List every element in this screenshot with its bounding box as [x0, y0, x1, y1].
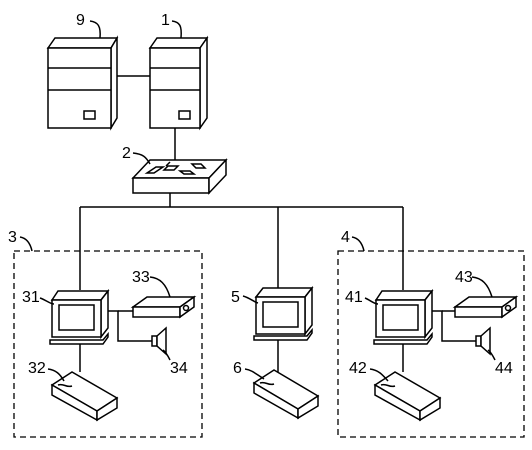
- label-device-33: 33: [132, 269, 150, 286]
- device-33-icon: [130, 295, 197, 319]
- server-1-icon: [148, 35, 209, 131]
- label-speaker-44: 44: [495, 360, 513, 377]
- printer-42-icon: [373, 371, 442, 422]
- switch-2-icon: [131, 158, 228, 195]
- label-printer-32: 32: [28, 360, 46, 377]
- group-4-boundary: [337, 250, 525, 438]
- label-server-1: 1: [161, 12, 170, 29]
- group-3-boundary: [13, 250, 203, 438]
- device-43-icon: [452, 295, 519, 319]
- label-speaker-34: 34: [170, 360, 188, 377]
- speaker-44-icon: [475, 326, 491, 356]
- label-group-4: 4: [341, 229, 350, 246]
- label-switch-2: 2: [122, 145, 131, 162]
- terminal-31-icon: [49, 288, 110, 345]
- connection-lines: [79, 75, 476, 372]
- label-printer-42: 42: [349, 360, 367, 377]
- printer-6-icon: [252, 369, 320, 420]
- label-terminal-41: 41: [345, 289, 363, 306]
- label-terminal-31: 31: [22, 289, 40, 306]
- label-printer-6: 6: [233, 360, 242, 377]
- leader-lines: [19, 20, 496, 382]
- server-9-icon: [46, 35, 119, 131]
- label-server-9: 9: [76, 12, 85, 29]
- label-device-43: 43: [455, 269, 473, 286]
- terminal-41-icon: [373, 288, 434, 345]
- printer-32-icon: [50, 371, 119, 422]
- terminal-5-icon: [253, 285, 314, 341]
- label-terminal-5: 5: [231, 289, 240, 306]
- label-group-3: 3: [8, 229, 17, 246]
